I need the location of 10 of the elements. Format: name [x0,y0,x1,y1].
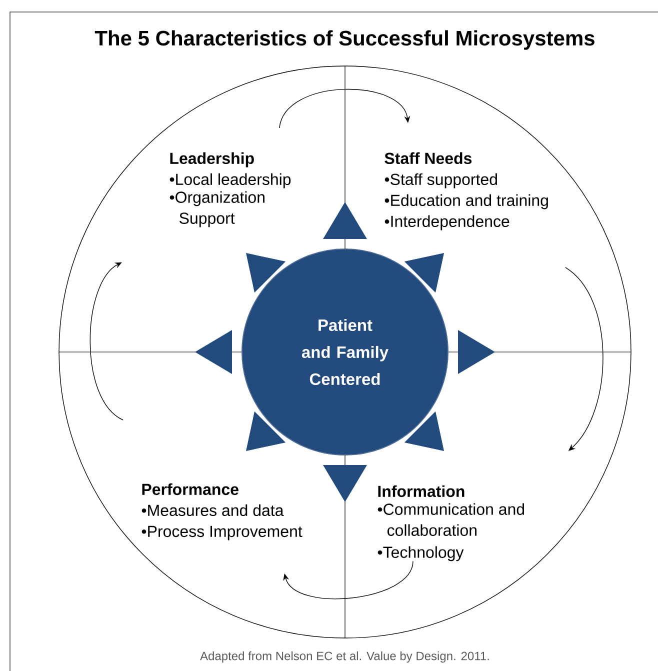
curved-arrow [565,267,604,451]
caption: Adapted from Nelson EC et al. Value by Design. 2011. [200,651,489,663]
curved-arrow [90,262,124,420]
quadrant-text: Information •Communication and collaboration •Technology [378,485,524,562]
curved-arrow [283,560,414,600]
quadrant-text: Performance •Measures and data •Process Improvement [142,483,302,540]
title: The 5 Characteristics of Successful Microsystems [94,30,594,50]
quadrant-text: Staff Needs •Staff supported •Education and training •Interdependence [384,152,548,230]
quadrant-text: Leadership •Local leadership •Organization Support [170,152,291,228]
curved-arrow [279,88,410,128]
